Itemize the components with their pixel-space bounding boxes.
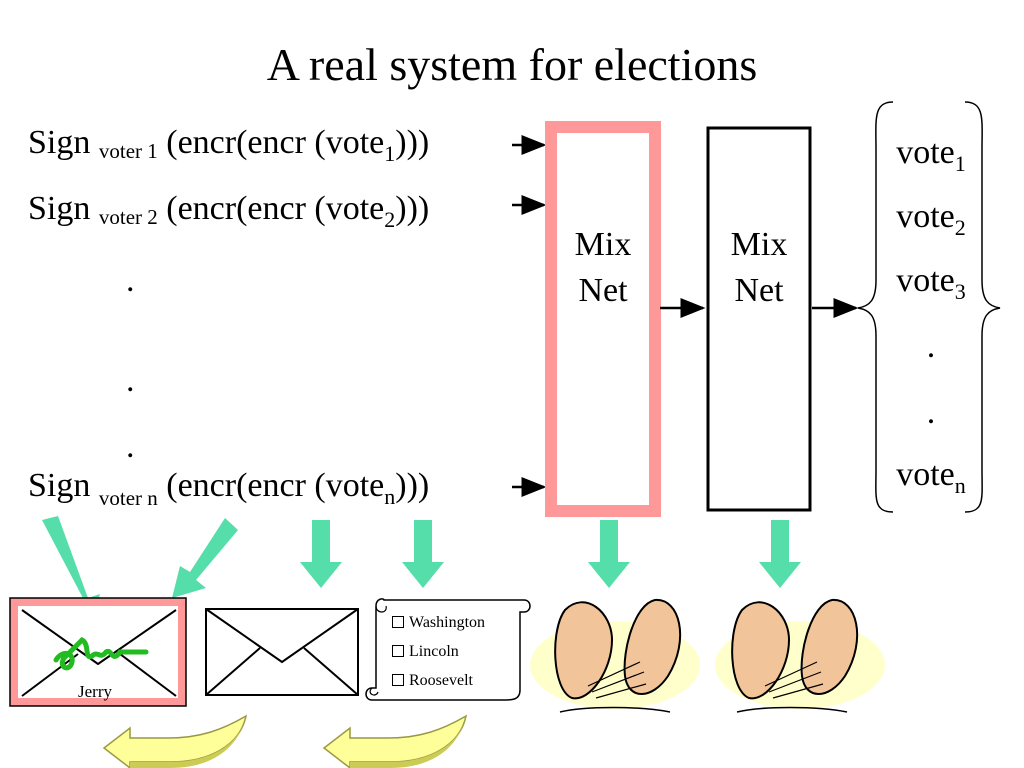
vote-word: vote bbox=[896, 456, 955, 493]
output-vote-3: vote3 bbox=[876, 262, 986, 305]
sign-word: Sign bbox=[28, 124, 99, 161]
closing-parens: ))) bbox=[395, 124, 430, 161]
vote-index: n bbox=[954, 472, 966, 498]
ellipsis-dot-3: . bbox=[126, 428, 135, 465]
output-ellipsis-2: . bbox=[876, 394, 986, 432]
closing-parens: ))) bbox=[395, 467, 430, 504]
vote-index: 1 bbox=[384, 140, 396, 166]
sign-word: Sign bbox=[28, 190, 99, 227]
vote-word: vote bbox=[896, 134, 955, 171]
signed-vote-2: Sign voter 2 (encr(encr (vote2))) bbox=[28, 190, 429, 233]
ballot-option-lincoln: Lincoln bbox=[392, 643, 459, 661]
ballot-option-washington: Washington bbox=[392, 614, 485, 632]
right-brace bbox=[964, 101, 1001, 513]
sign-word: Sign bbox=[28, 467, 99, 504]
vote-index: n bbox=[384, 483, 396, 509]
down-arrow-icon bbox=[300, 520, 342, 588]
mix-net-2-box bbox=[706, 126, 812, 512]
voter-subscript: voter 2 bbox=[98, 205, 158, 229]
voter-subscript: voter n bbox=[98, 486, 158, 510]
encr-text: (encr(encr (vote bbox=[157, 124, 385, 161]
closing-parens: ))) bbox=[395, 190, 430, 227]
mix-word: Mix bbox=[730, 226, 788, 263]
vote-word: vote bbox=[896, 262, 955, 299]
mix-word: Mix bbox=[574, 226, 632, 263]
left-brace bbox=[857, 101, 894, 513]
mix-net-2-label: Mix Net bbox=[709, 222, 809, 314]
down-arrow-icon bbox=[759, 520, 801, 588]
vote-index: 3 bbox=[954, 278, 966, 304]
mix-net-1-box bbox=[545, 121, 661, 517]
output-ellipsis-1: . bbox=[876, 328, 986, 366]
vote-index: 2 bbox=[954, 214, 966, 240]
net-word: Net bbox=[578, 272, 628, 309]
ellipsis-dot: . bbox=[926, 328, 936, 365]
net-word: Net bbox=[734, 272, 784, 309]
output-vote-1: vote1 bbox=[876, 134, 986, 177]
encr-text: (encr(encr (vote bbox=[157, 190, 385, 227]
ellipsis-dot-1: . bbox=[126, 262, 135, 299]
candidate-name: Lincoln bbox=[409, 643, 459, 660]
teal-arrows bbox=[42, 516, 801, 622]
candidate-name: Roosevelt bbox=[409, 672, 473, 689]
signed-vote-n: Sign voter n (encr(encr (voten))) bbox=[28, 467, 429, 510]
plain-envelope-icon bbox=[205, 608, 359, 696]
encr-text: (encr(encr (vote bbox=[157, 467, 385, 504]
output-vote-n: voten bbox=[876, 456, 986, 499]
mix-net-1-label: Mix Net bbox=[553, 222, 653, 314]
ballot-option-roosevelt: Roosevelt bbox=[392, 672, 473, 690]
checkbox-icon bbox=[392, 645, 404, 657]
signed-vote-1: Sign voter 1 (encr(encr (vote1))) bbox=[28, 124, 429, 167]
checkbox-icon bbox=[392, 616, 404, 628]
checkbox-icon bbox=[392, 674, 404, 686]
ellipsis-dot-2: . bbox=[126, 362, 135, 399]
diagonal-arrow-icon bbox=[172, 518, 238, 598]
signature-scribble-icon bbox=[53, 636, 149, 671]
vote-index: 1 bbox=[954, 150, 966, 176]
vote-word: vote bbox=[896, 198, 955, 235]
output-vote-2: vote2 bbox=[876, 198, 986, 241]
vote-index: 2 bbox=[384, 206, 396, 232]
candidate-name: Washington bbox=[409, 614, 486, 631]
page-title: A real system for elections bbox=[266, 39, 758, 90]
voter-subscript: voter 1 bbox=[98, 139, 158, 163]
signed-envelope-icon bbox=[9, 597, 187, 707]
down-arrow-icon bbox=[402, 520, 444, 588]
envelope-name-label: Jerry bbox=[78, 682, 112, 701]
hands-shuffling-icon bbox=[715, 598, 885, 713]
curved-arrow-icon bbox=[322, 714, 468, 768]
hands-shuffling-icon bbox=[530, 598, 700, 713]
ballot-scroll-icon bbox=[365, 598, 531, 701]
diagonal-arrow-icon bbox=[42, 516, 100, 622]
curved-arrow-icon bbox=[102, 714, 248, 768]
ellipsis-dot: . bbox=[926, 394, 936, 431]
down-arrow-icon bbox=[588, 520, 630, 588]
